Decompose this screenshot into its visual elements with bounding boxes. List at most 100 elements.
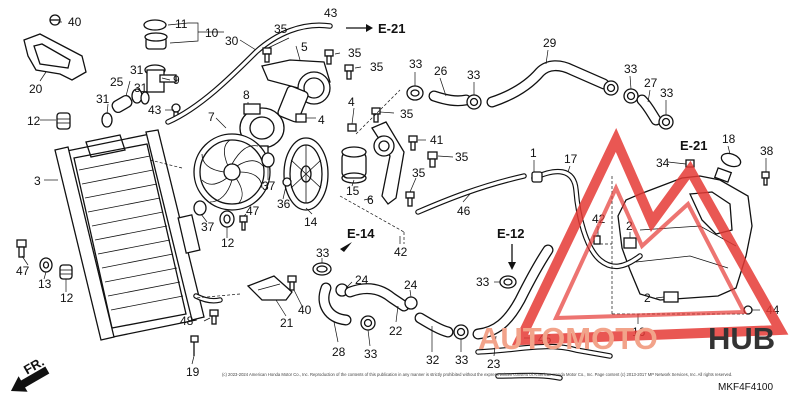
bolt-38 (761, 171, 770, 186)
callout-5: 5 (301, 40, 308, 54)
callout-10: 10 (205, 26, 219, 40)
pipe-32 (414, 312, 454, 338)
hose-28 (318, 282, 352, 326)
callout-17: 17 (564, 152, 578, 166)
callout-15: 15 (346, 184, 360, 198)
bracket-6 (371, 121, 405, 205)
callout-43-left: 43 (148, 103, 162, 117)
hose-23 (472, 244, 554, 340)
callout-2-a: 2 (626, 219, 633, 233)
callout-48: 48 (180, 314, 194, 328)
clamp-33-c (603, 80, 619, 96)
callout-22: 22 (389, 324, 403, 338)
callout-34: 34 (656, 156, 670, 170)
callout-30: 30 (225, 34, 239, 48)
spacer-37-a (261, 152, 275, 168)
callout-25: 25 (110, 75, 124, 89)
bolt-48 (209, 309, 219, 325)
cap-11 (143, 19, 168, 50)
svg-text:HUB: HUB (708, 321, 775, 356)
radiator (54, 129, 205, 341)
callout-37-b: 37 (201, 220, 215, 234)
leader-lines (21, 21, 767, 365)
bolt-47-left (16, 239, 27, 258)
callout-12-top: 12 (27, 114, 41, 128)
bolt-35-d (371, 107, 381, 123)
callout-23: 23 (487, 357, 501, 371)
svg-text:AUTOMOTO: AUTOMOTO (478, 321, 658, 356)
front-arrow: FR. (10, 354, 50, 392)
hose-29 (486, 60, 610, 108)
callout-4-b: 4 (348, 95, 355, 109)
callout-33-c: 33 (624, 62, 638, 76)
svg-text:E-14: E-14 (347, 226, 375, 241)
callout-35-f: 35 (412, 166, 426, 180)
clip-4 (295, 113, 307, 123)
clamp-33-a (406, 85, 424, 101)
svg-text:E-21: E-21 (378, 21, 405, 36)
callout-27: 27 (644, 76, 658, 90)
callout-33-h: 33 (455, 353, 469, 367)
filler-neck-9 (144, 64, 177, 93)
callout-33-e: 33 (660, 86, 674, 100)
spacer-37-b (193, 200, 207, 216)
callout-42-mid: 42 (394, 245, 408, 259)
bolt-40-bottom (287, 275, 297, 291)
bracket-20 (23, 33, 87, 81)
diagram-code: MKF4F4100 (718, 382, 773, 393)
callout-13: 13 (38, 277, 52, 291)
callout-35-c: 35 (370, 60, 384, 74)
bolt-35-e (427, 151, 438, 168)
callout-31-b: 31 (96, 92, 110, 106)
ref-e14: E-14 (340, 226, 375, 252)
callout-20: 20 (29, 82, 43, 96)
callout-37-a: 37 (262, 179, 276, 193)
clamp-31-c (101, 112, 113, 128)
callout-35-top: 35 (274, 22, 288, 36)
callout-35-d: 35 (400, 107, 414, 121)
svg-text:E-21: E-21 (680, 138, 707, 153)
hose-25 (111, 94, 133, 114)
clamp-33-f (312, 262, 332, 276)
callout-33-a: 33 (409, 57, 423, 71)
hose-26 (428, 90, 472, 107)
bolt-19 (190, 335, 199, 356)
callout-33-g: 33 (364, 347, 378, 361)
clamp-33-i (499, 275, 517, 289)
callout-46: 46 (457, 204, 471, 218)
hose-27 (636, 94, 662, 126)
bracket-21 (246, 275, 293, 301)
callout-47-mid: 47 (246, 204, 260, 218)
bolt-41 (408, 135, 418, 151)
clamp-31-b (140, 91, 150, 105)
callout-24-b: 24 (404, 278, 418, 292)
callout-26: 26 (434, 64, 448, 78)
callout-35-b: 35 (348, 46, 362, 60)
bolt-40-top (49, 14, 61, 26)
bolt-35-a (262, 47, 272, 63)
ref-e21-top: E-21 (346, 21, 405, 36)
copyright-text: (c) 2023-2024 American Honda Motor Co., … (222, 372, 732, 377)
clamp-33-b (466, 94, 482, 110)
cover-5 (261, 59, 331, 123)
clip-4-b (347, 123, 357, 132)
callout-14: 14 (304, 215, 318, 229)
clamp-33-d (623, 88, 639, 104)
callout-18: 18 (722, 132, 736, 146)
callout-40: 40 (68, 15, 82, 29)
collar-13 (39, 257, 53, 273)
clamp-24-b (404, 296, 418, 310)
label-2-b (663, 291, 679, 303)
callout-21: 21 (280, 316, 294, 330)
callout-labels: 40 20 11 10 30 31 9 25 31 31 43 12 3 7 8… (16, 6, 780, 379)
clamp-33-e (658, 114, 674, 130)
bolt-47-mid (239, 215, 248, 231)
label-2-a (623, 237, 637, 249)
ref-e21-right: E-21 (680, 138, 707, 153)
grommet-12-mid (219, 210, 235, 228)
fan-shroud-14 (283, 137, 329, 211)
callout-8: 8 (243, 88, 250, 102)
callout-40-low: 40 (298, 303, 312, 317)
callout-29: 29 (543, 36, 557, 50)
